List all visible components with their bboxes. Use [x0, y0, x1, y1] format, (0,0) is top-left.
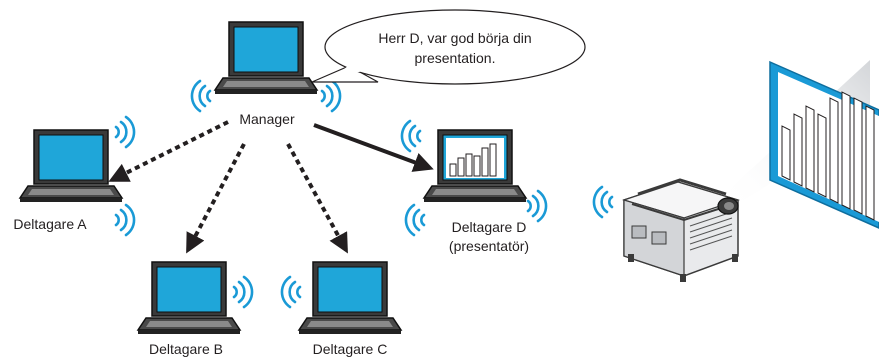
participant-c-node: Deltagare C	[280, 261, 402, 357]
participant-a-node: Deltagare A	[13, 115, 136, 237]
chart-on-screen	[446, 138, 504, 178]
dashed-arrow-to-participant-b	[186, 143, 246, 254]
manager-node: Manager	[190, 21, 342, 127]
connection-arrows	[108, 120, 434, 254]
participant-a-label: Deltagare A	[13, 216, 87, 232]
laptop-icon	[19, 129, 123, 203]
projector-icon	[592, 178, 740, 282]
screen-chart	[781, 91, 875, 221]
dashed-arrow-to-participant-c	[286, 143, 348, 254]
participant-c-label: Deltagare C	[313, 341, 388, 357]
participant-d-label-line-2: (presentatör)	[449, 238, 529, 254]
participant-b-label: Deltagare B	[149, 341, 223, 357]
wifi-signal-icon	[280, 275, 302, 309]
participant-d-node: Deltagare D (presentatör)	[400, 119, 548, 254]
solid-arrow-to-participant-d	[313, 123, 434, 172]
manager-label: Manager	[239, 111, 295, 127]
projection-screen-icon	[769, 60, 879, 229]
speech-bubble-line-2: presentation.	[415, 50, 496, 66]
laptop-with-chart-icon	[423, 129, 527, 203]
participant-b-node: Deltagare B	[137, 261, 254, 357]
participant-d-label-line-1: Deltagare D	[452, 219, 527, 235]
speech-bubble-line-1: Herr D, var god börja din	[378, 30, 531, 46]
wifi-signal-icon	[232, 275, 254, 309]
dashed-arrow-to-participant-a	[108, 120, 229, 182]
laptop-icon	[298, 261, 402, 335]
laptop-icon	[214, 21, 318, 95]
wifi-signal-icon	[592, 185, 614, 219]
speech-bubble: Herr D, var god börja din presentation.	[311, 9, 586, 85]
laptop-icon	[137, 261, 241, 335]
